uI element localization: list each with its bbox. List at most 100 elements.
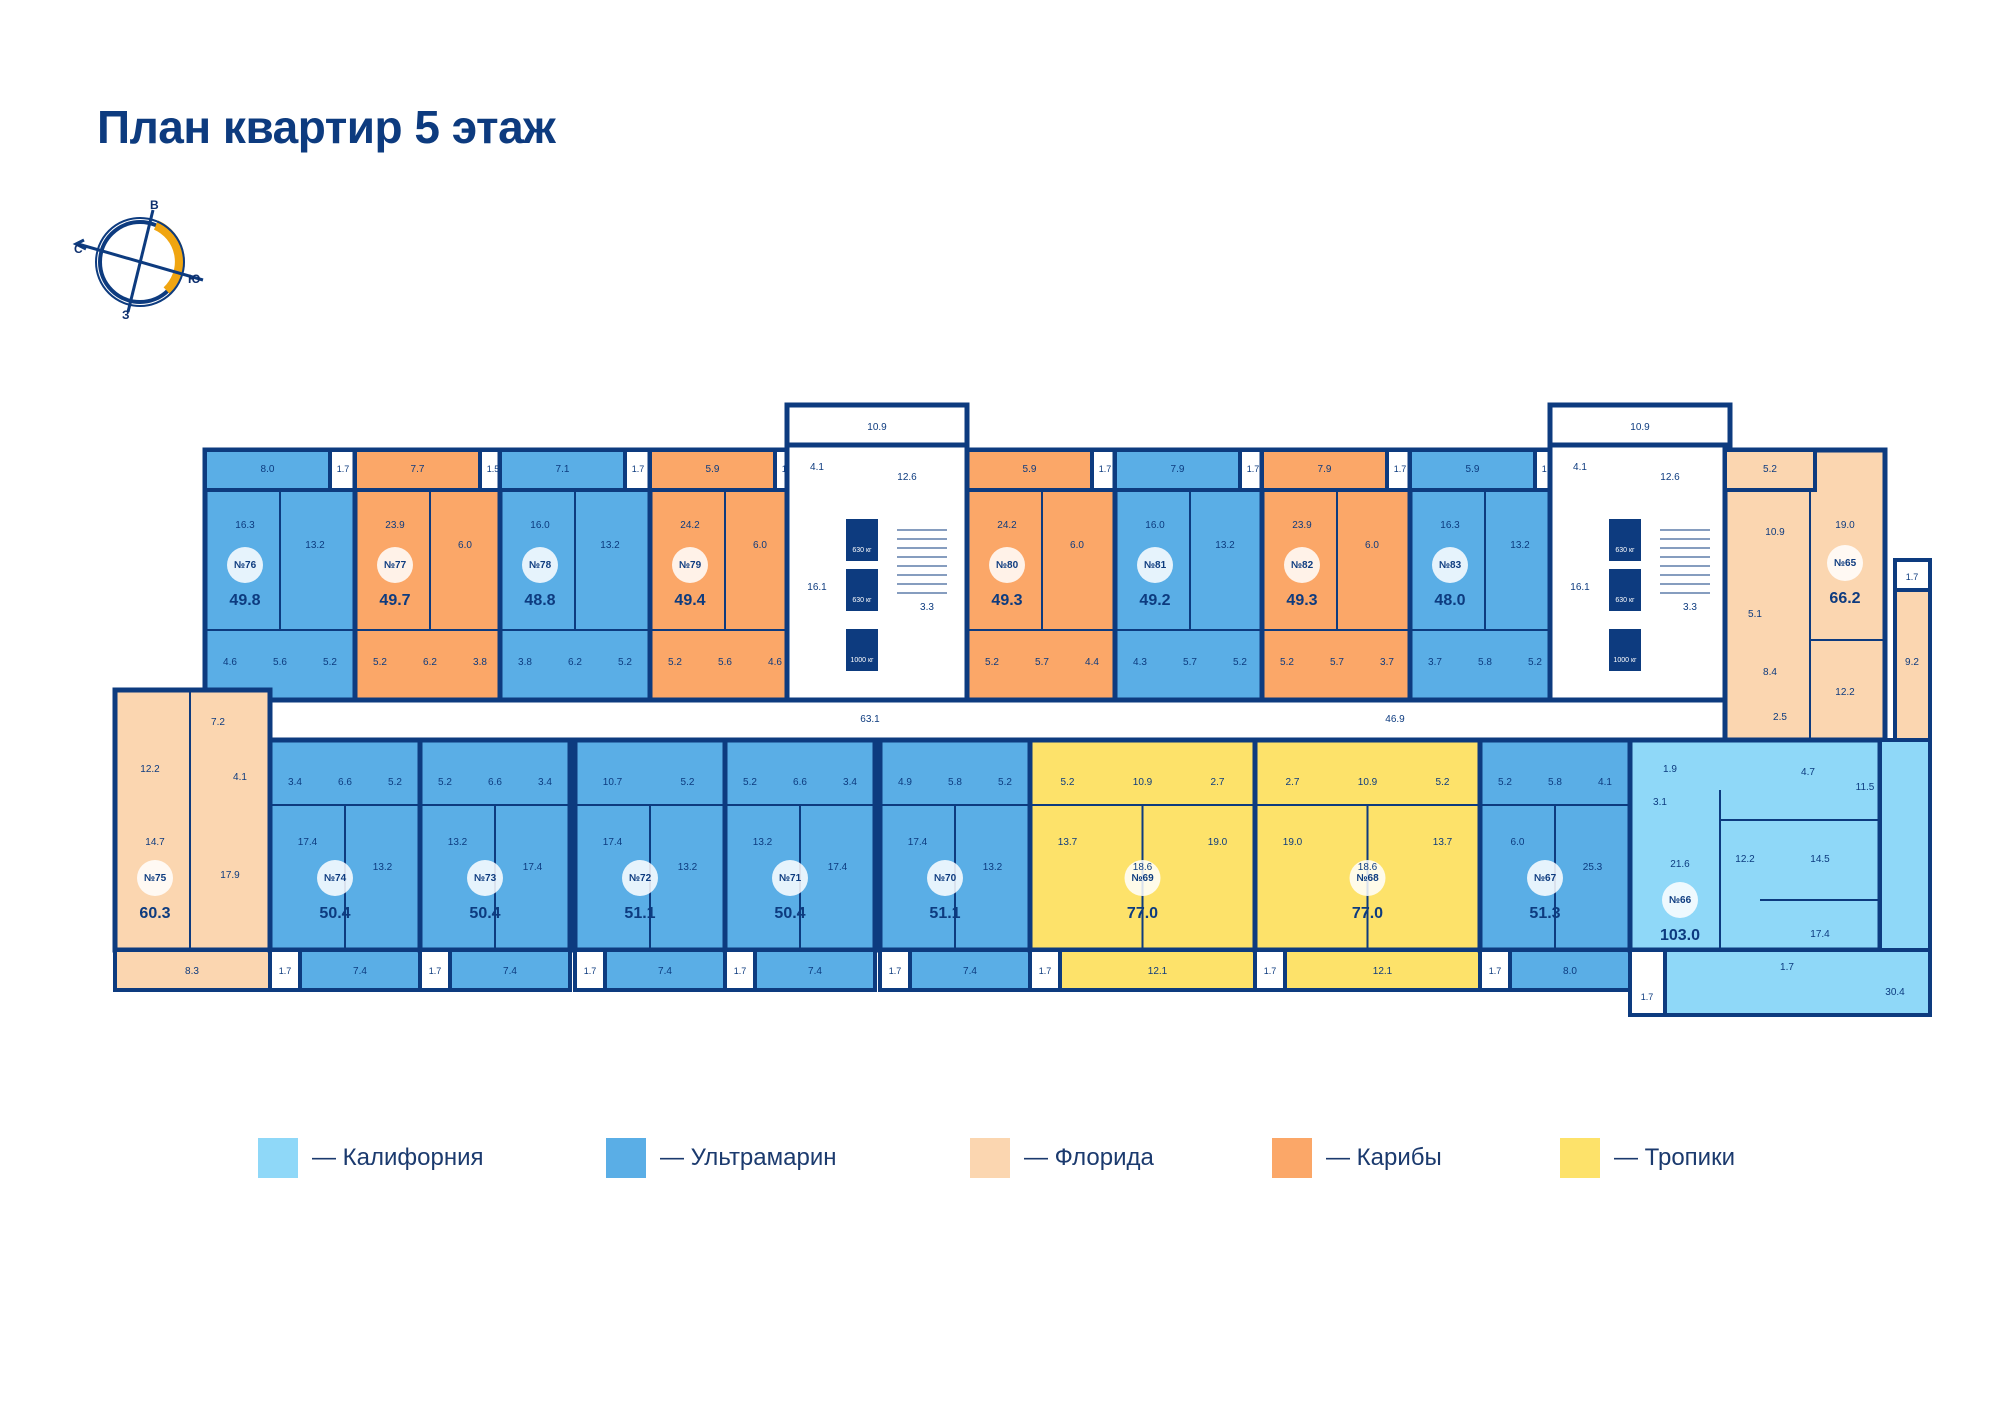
corridor bbox=[95, 700, 1760, 740]
compass-north-label: С bbox=[74, 242, 83, 256]
balcony-area: 5.9 bbox=[1023, 464, 1037, 475]
room-area: 13.2 bbox=[1510, 540, 1530, 551]
apartment-number: №82 bbox=[1291, 560, 1314, 571]
room-area: 13.7 bbox=[1058, 837, 1078, 848]
room-area: 12.2 bbox=[1835, 687, 1855, 698]
room-area: 16.0 bbox=[1145, 520, 1165, 531]
loggia-small bbox=[1893, 558, 1932, 592]
legend-label: — Калифорния bbox=[312, 1144, 484, 1171]
apartment-number: №76 bbox=[234, 560, 257, 571]
apartment-area: 51.1 bbox=[624, 905, 655, 922]
apartment-number: №72 bbox=[629, 873, 652, 884]
apartment-area: 49.3 bbox=[991, 592, 1022, 609]
legend-swatch bbox=[606, 1138, 646, 1178]
apartment-badge bbox=[1284, 547, 1320, 583]
room-area: 2.7 bbox=[1286, 777, 1300, 788]
balcony-area: 7.4 bbox=[963, 966, 977, 977]
apartment-number: №78 bbox=[529, 560, 552, 571]
room-area: 13.2 bbox=[448, 837, 468, 848]
apartment-number: №68 bbox=[1356, 873, 1379, 884]
room-area: 16.3 bbox=[1440, 520, 1460, 531]
room-area: 16.3 bbox=[235, 520, 255, 531]
apartment-badge bbox=[377, 547, 413, 583]
balcony bbox=[603, 948, 727, 992]
room-area: 10.9 bbox=[1133, 777, 1153, 788]
balcony bbox=[1723, 448, 1817, 492]
lift-shaft bbox=[1609, 519, 1641, 561]
core-area: 4.1 bbox=[810, 462, 824, 473]
room-area: 2.7 bbox=[1211, 777, 1225, 788]
room-area: 6.2 bbox=[423, 657, 437, 668]
room-area: 2.5 bbox=[1773, 712, 1787, 723]
apartment-area: 60.3 bbox=[139, 905, 170, 922]
loggia-small bbox=[1028, 948, 1062, 992]
apartment-65 bbox=[1722, 447, 1888, 743]
apartment-area: 50.4 bbox=[774, 905, 805, 922]
room-area: 5.1 bbox=[1748, 609, 1762, 620]
room-area: 19.0 bbox=[1208, 837, 1228, 848]
apartment-badge bbox=[1137, 547, 1173, 583]
loggia-area: 9.2 bbox=[1905, 657, 1919, 668]
balcony-area: 7.9 bbox=[1318, 464, 1332, 475]
balcony-area: 7.4 bbox=[503, 966, 517, 977]
legend-label: — Карибы bbox=[1326, 1144, 1442, 1171]
legend-item-florida: — Флорида bbox=[970, 1138, 1154, 1178]
room-area: 4.6 bbox=[223, 657, 237, 668]
core-area: 4.1 bbox=[1573, 462, 1587, 473]
apartment-area: 103.0 bbox=[1660, 927, 1700, 944]
lift-shaft bbox=[1609, 629, 1641, 671]
room-area: 1.9 bbox=[1663, 764, 1677, 775]
apartment-area: 49.3 bbox=[1286, 592, 1317, 609]
room-area: 5.8 bbox=[948, 777, 962, 788]
balcony bbox=[1508, 948, 1632, 992]
balcony-area: 5.2 bbox=[1763, 464, 1777, 475]
apartment-badge bbox=[1124, 860, 1161, 896]
legend-swatch bbox=[258, 1138, 298, 1178]
room-area: 3.8 bbox=[518, 657, 532, 668]
balcony bbox=[1260, 448, 1389, 492]
room-area: 6.2 bbox=[568, 657, 582, 668]
apartment-badge bbox=[522, 547, 558, 583]
balcony bbox=[1113, 448, 1242, 492]
apartment-area: 51.1 bbox=[929, 905, 960, 922]
page-title: План квартир 5 этаж bbox=[97, 101, 556, 153]
loggia-area: 1.7 bbox=[1099, 464, 1112, 474]
room-area: 13.2 bbox=[1215, 540, 1235, 551]
loggia-area: 1.7 bbox=[1247, 464, 1260, 474]
loggia-area: 1.7 bbox=[632, 464, 645, 474]
room-area: 10.9 bbox=[1765, 527, 1785, 538]
core-area: 10.9 bbox=[1630, 422, 1650, 433]
balcony-area: 30.4 bbox=[1885, 987, 1905, 998]
apartment-badge bbox=[1662, 882, 1698, 918]
apartment-badge bbox=[1827, 545, 1863, 581]
room-area: 13.2 bbox=[753, 837, 773, 848]
core-area: 3.3 bbox=[1683, 602, 1697, 613]
room-area: 13.2 bbox=[373, 862, 393, 873]
room-area: 13.2 bbox=[305, 540, 325, 551]
apartment-area: 77.0 bbox=[1127, 905, 1158, 922]
apartment-badge bbox=[622, 860, 658, 896]
balcony-area: 7.7 bbox=[411, 464, 425, 475]
room-area: 5.2 bbox=[1528, 657, 1542, 668]
room-area: 5.7 bbox=[1035, 657, 1049, 668]
apartment-number: №83 bbox=[1439, 560, 1462, 571]
core-area: 16.1 bbox=[1570, 582, 1590, 593]
loggia-area: 1.7 bbox=[279, 966, 292, 976]
balcony-area: 5.9 bbox=[1466, 464, 1480, 475]
compass-south-label: Ю bbox=[188, 272, 201, 286]
core-area: 10.9 bbox=[867, 422, 887, 433]
lift-capacity: 630 кг bbox=[852, 597, 872, 604]
room-area: 5.7 bbox=[1330, 657, 1344, 668]
apartment-number: №70 bbox=[934, 873, 957, 884]
room-area: 17.4 bbox=[1810, 929, 1830, 940]
room-area: 5.2 bbox=[1280, 657, 1294, 668]
apartment-number: №79 bbox=[679, 560, 702, 571]
lift-capacity: 630 кг bbox=[1615, 597, 1635, 604]
room-area: 5.2 bbox=[668, 657, 682, 668]
room-area: 12.2 bbox=[1735, 854, 1755, 865]
room-area: 16.0 bbox=[530, 520, 550, 531]
room-area: 17.4 bbox=[298, 837, 318, 848]
core-area: 12.6 bbox=[897, 472, 917, 483]
legend-item-caribbean: — Карибы bbox=[1272, 1138, 1442, 1178]
room-area: 17.4 bbox=[603, 837, 623, 848]
